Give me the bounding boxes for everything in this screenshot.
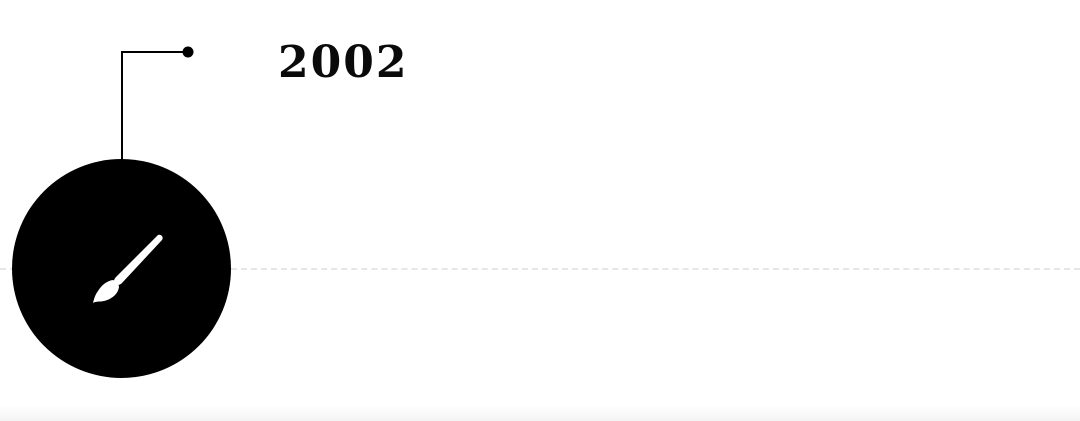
timeline-icon-circle xyxy=(12,159,231,378)
timeline-year: 2002 xyxy=(278,37,409,88)
timeline-dashed-line xyxy=(0,268,1080,270)
bottom-shade xyxy=(0,405,1080,421)
paint-brush-icon xyxy=(93,234,163,303)
connector-dot xyxy=(182,46,194,58)
